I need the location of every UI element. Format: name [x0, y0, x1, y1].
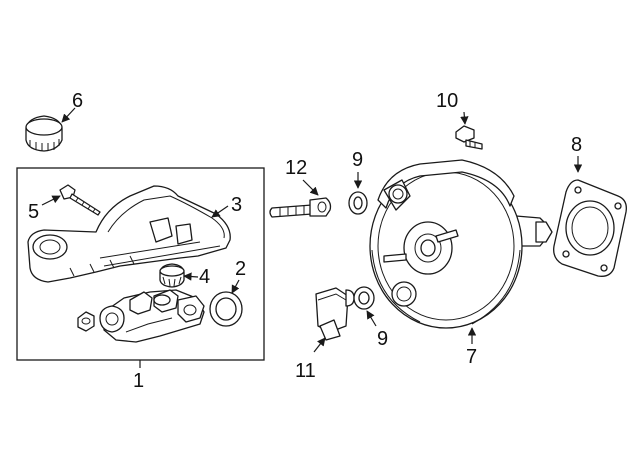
- leader-2: [231, 279, 240, 294]
- callout-10: 10: [436, 90, 458, 112]
- callout-6: 6: [72, 90, 83, 112]
- reservoir-tank: [27, 185, 231, 283]
- callout-3: 3: [231, 194, 242, 216]
- sensor: [315, 287, 355, 341]
- leader-9b: [366, 310, 377, 327]
- brake-booster: [369, 159, 553, 329]
- leader-3: [211, 205, 229, 218]
- callout-1: 1: [133, 370, 144, 392]
- callout-5: 5: [28, 201, 39, 223]
- callout-11: 11: [295, 360, 316, 382]
- callout-8: 8: [571, 134, 582, 156]
- leader-6: [61, 107, 76, 123]
- reservoir-screw: [59, 184, 101, 216]
- reservoir-cap: [25, 115, 63, 152]
- grommet: [159, 263, 185, 288]
- callout-9-lower: 9: [377, 328, 388, 350]
- callout-2: 2: [235, 258, 246, 280]
- leader-4: [183, 272, 199, 281]
- callout-7: 7: [466, 346, 477, 368]
- booster-screw: [455, 125, 483, 150]
- o-ring-seal: [209, 291, 243, 327]
- leader-10: [460, 111, 469, 125]
- callout-4: 4: [199, 266, 210, 288]
- master-cylinder: [77, 289, 205, 343]
- seal-upper: [348, 191, 368, 215]
- callout-9-upper: 9: [352, 149, 363, 171]
- stud-bolt: [269, 197, 332, 218]
- callout-12: 12: [285, 157, 307, 179]
- leader-12: [302, 179, 319, 196]
- leader-11: [313, 337, 326, 353]
- seal-lower: [353, 286, 375, 310]
- booster-gasket: [553, 179, 627, 277]
- leader-5: [41, 195, 61, 206]
